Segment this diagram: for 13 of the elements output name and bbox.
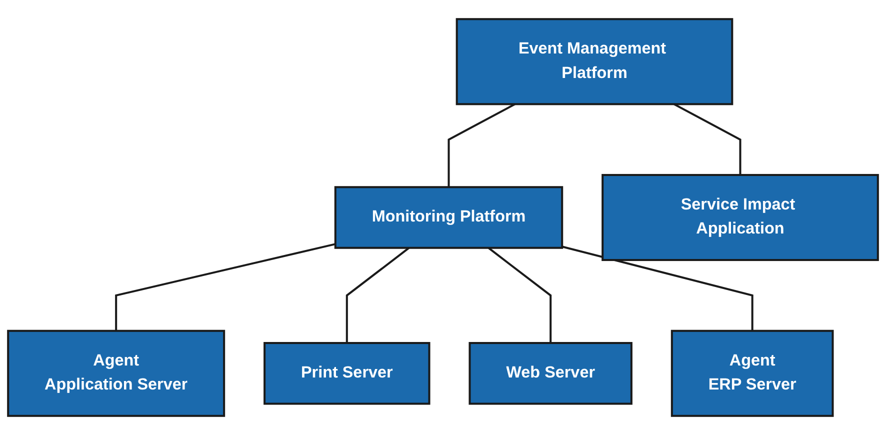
connector xyxy=(488,247,552,343)
node-box: Agent ERP Server xyxy=(670,330,834,417)
node-box: Agent Application Server xyxy=(7,330,226,417)
connector xyxy=(562,246,754,331)
node-box: Print Server xyxy=(264,342,430,405)
node-box: Event Management Platform xyxy=(456,18,734,106)
connector xyxy=(115,243,336,331)
node-box: Monitoring Platform xyxy=(334,186,564,249)
connector xyxy=(674,103,742,175)
node-box: Web Server xyxy=(468,342,632,405)
node-box: Service Impact Application xyxy=(602,174,879,262)
connector xyxy=(346,247,410,343)
connector xyxy=(448,103,516,188)
